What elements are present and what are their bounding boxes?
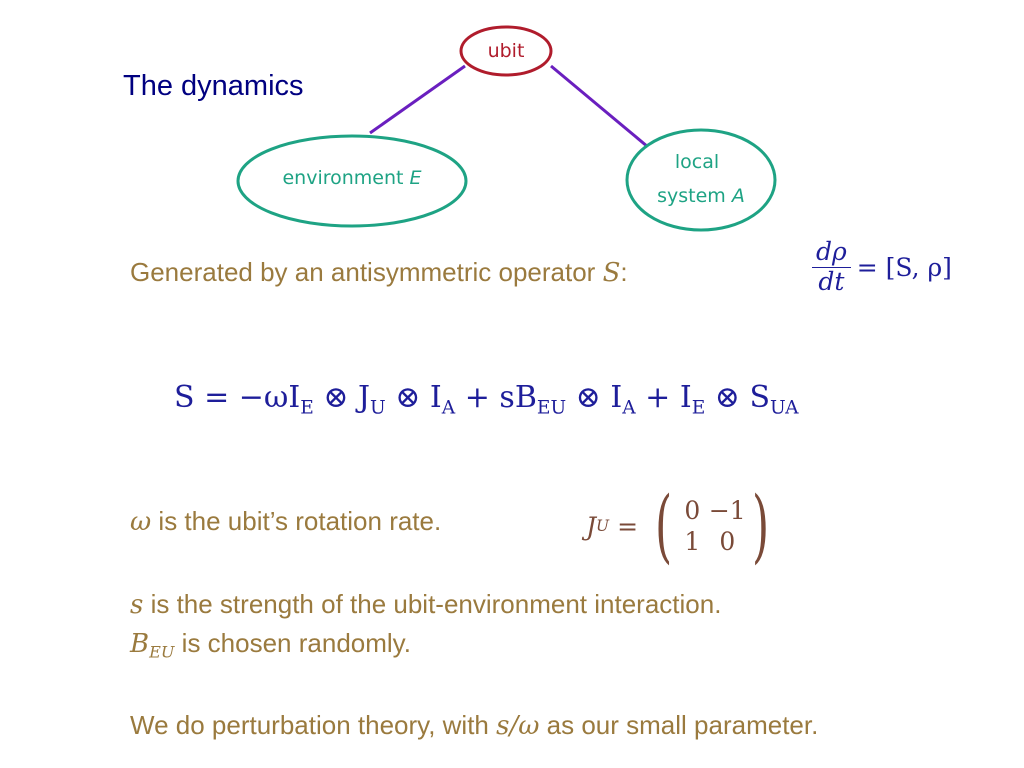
eq-term5: + I — [635, 380, 692, 415]
derivative-numerator: dρ — [812, 237, 851, 268]
environment-var: E — [410, 167, 422, 189]
perturbation-text1: We do perturbation theory, with — [130, 710, 497, 740]
generated-line: Generated by an antisymmetric operator S… — [130, 257, 628, 288]
ju-name: J — [586, 511, 597, 541]
omega-text: is the ubit’s rotation rate. — [151, 506, 442, 536]
derivative-denominator: dt — [818, 266, 845, 296]
ubit-diagram: ubit environment E local system A — [236, 25, 777, 232]
matrix-cell-11: 0 — [684, 496, 701, 525]
eq-sub-a2: A — [622, 397, 636, 419]
edge-ubit-local-system — [550, 64, 655, 154]
eq-term4: ⊗ I — [566, 380, 623, 415]
matrix-cell-12: −1 — [708, 496, 746, 525]
edge-ubit-environment — [369, 64, 466, 135]
eq-sub-u: U — [370, 397, 386, 419]
matrix-cell-22: 0 — [719, 527, 736, 556]
omega-symbol: ω — [130, 507, 152, 537]
strength-line: s is the strength of the ubit-environmen… — [130, 589, 721, 620]
matrix-left-paren: ( — [655, 479, 673, 572]
matrix-cell-21: 1 — [684, 527, 701, 556]
local-system-label-line1: local — [675, 151, 719, 173]
perturbation-line: We do perturbation theory, with s/ω as o… — [130, 710, 818, 741]
perturbation-text2: as our small parameter. — [539, 710, 819, 740]
omega-line: ω is the ubit’s rotation rate. — [130, 506, 441, 537]
ubit-node — [459, 25, 553, 77]
eq-sub-a1: A — [441, 397, 456, 419]
small-parameter: s/ω — [496, 711, 540, 741]
eq-sub-eu: EU — [536, 397, 567, 419]
derivative-fraction: dρ dt — [812, 237, 851, 297]
slide-title: The dynamics — [123, 70, 304, 102]
eq-term3: + sB — [455, 380, 537, 415]
beu-line: BEU is chosen randomly. — [130, 628, 411, 662]
environment-label: environment E — [282, 167, 421, 189]
s-symbol: s — [130, 590, 144, 620]
generated-text: Generated by an antisymmetric operator — [130, 257, 603, 287]
local-system-var: A — [730, 185, 745, 207]
ju-matrix: 0 −1 1 0 — [677, 496, 747, 556]
operator-s: S — [602, 258, 621, 288]
equation-drho-dt: dρ dt = [S, ρ] — [812, 237, 952, 297]
local-system-label-text: system — [657, 185, 732, 207]
eq-term6: ⊗ S — [705, 380, 771, 415]
environment-node — [236, 134, 468, 228]
matrix-right-paren: ) — [752, 479, 770, 572]
eq-sub-e2: E — [691, 397, 706, 419]
local-system-node — [625, 128, 777, 232]
generated-colon: : — [620, 257, 628, 287]
eq-term2: ⊗ I — [385, 380, 442, 415]
environment-label-text: environment — [282, 167, 409, 189]
local-system-label-line2: system A — [657, 185, 745, 207]
beu-text: is chosen randomly. — [174, 628, 411, 658]
eq-sub-ua: UA — [770, 397, 799, 419]
beu-symbol: B — [130, 629, 150, 659]
commutator-rhs: = [S, ρ] — [856, 252, 952, 282]
ubit-label: ubit — [488, 40, 525, 62]
eq-sub-e1: E — [300, 397, 314, 419]
eq-lhs: S = −ωI — [174, 380, 301, 415]
eq-term1: ⊗ J — [313, 380, 371, 415]
strength-text: is the strength of the ubit-environment … — [143, 589, 722, 619]
equation-s-operator: S = −ωIE ⊗ JU ⊗ IA + sBEU ⊗ IA + IE ⊗ SU… — [174, 380, 799, 417]
ju-equals: = — [617, 511, 639, 541]
beu-sub: EU — [149, 642, 175, 662]
